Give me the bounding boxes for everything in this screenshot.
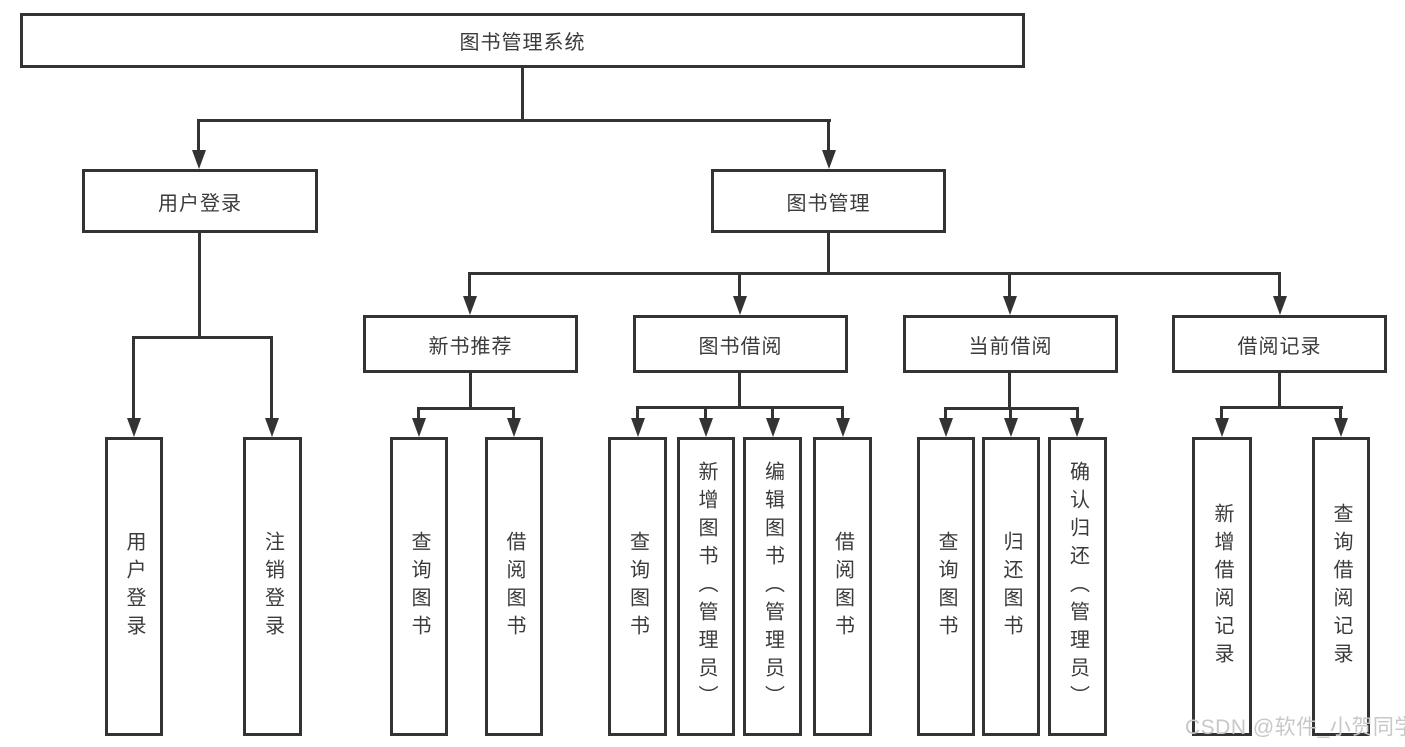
connector-drop-leaf bbox=[771, 406, 774, 421]
leaf-confirm-return-admin: 确认归还（管理员） bbox=[1048, 437, 1107, 736]
node-borrow-records: 借阅记录 bbox=[1172, 315, 1387, 373]
leaf-borrow-books-borrow: 借阅图书 bbox=[813, 437, 872, 736]
arrowhead bbox=[939, 418, 953, 437]
connector-drop-leaf bbox=[270, 336, 273, 421]
arrowhead bbox=[507, 418, 521, 437]
leaf-label: 借阅图书 bbox=[503, 530, 525, 643]
arrowhead bbox=[1273, 296, 1287, 315]
connector-drop-new-book bbox=[468, 272, 471, 299]
node-book-borrow: 图书借阅 bbox=[633, 315, 848, 373]
leaf-label: 归还图书 bbox=[1000, 530, 1022, 643]
leaf-label: 查询图书 bbox=[408, 530, 430, 643]
connector-borrow-records-trunk bbox=[1278, 372, 1281, 409]
connector-book-borrow-trunk bbox=[738, 372, 741, 409]
node-borrow-records-label: 借阅记录 bbox=[1237, 335, 1322, 358]
connector-drop-book-management bbox=[827, 119, 830, 153]
node-current-borrow: 当前借阅 bbox=[903, 315, 1118, 373]
connector-user-login-split bbox=[132, 336, 273, 339]
connector-drop-leaf bbox=[944, 407, 947, 421]
arrowhead bbox=[1003, 296, 1017, 315]
node-book-management-label: 图书管理 bbox=[786, 192, 871, 215]
leaf-label: 借阅图书 bbox=[831, 530, 854, 643]
leaf-edit-book-admin: 编辑图书（管理员） bbox=[743, 437, 802, 736]
arrowhead bbox=[127, 418, 141, 437]
arrowhead bbox=[699, 418, 713, 437]
connector-drop-user-login bbox=[197, 119, 200, 153]
leaf-label: 新增图书（管理员） bbox=[695, 460, 717, 713]
connector-level3-split bbox=[468, 272, 1281, 275]
arrowhead bbox=[265, 418, 279, 437]
arrowhead bbox=[463, 296, 477, 315]
leaf-return-book: 归还图书 bbox=[982, 437, 1040, 736]
arrowhead bbox=[836, 418, 850, 437]
node-current-borrow-label: 当前借阅 bbox=[968, 335, 1053, 358]
connector-book-borrow-split bbox=[636, 406, 844, 409]
connector-new-book-split bbox=[417, 407, 515, 410]
connector-drop-leaf bbox=[1220, 406, 1223, 421]
connector-drop-current-borrow bbox=[1008, 272, 1011, 299]
arrowhead bbox=[766, 418, 780, 437]
connector-borrow-records-split bbox=[1220, 406, 1343, 409]
arrowhead bbox=[1070, 418, 1084, 437]
connector-level2-split bbox=[197, 119, 831, 122]
connector-drop-leaf bbox=[636, 406, 639, 421]
leaf-label: 查询借阅记录 bbox=[1330, 502, 1352, 671]
leaf-label: 查询图书 bbox=[935, 530, 957, 643]
arrowhead bbox=[412, 418, 426, 437]
connector-book-management-trunk bbox=[827, 233, 830, 275]
watermark: CSDN @软件_小贺同学 bbox=[1185, 716, 1405, 739]
node-user-login-label: 用户登录 bbox=[158, 192, 242, 215]
node-new-book-recommend-label: 新书推荐 bbox=[428, 335, 513, 358]
node-root: 图书管理系统 bbox=[20, 13, 1025, 68]
arrowhead bbox=[192, 150, 206, 169]
connector-user-login-trunk bbox=[198, 233, 201, 339]
leaf-user-login: 用户登录 bbox=[105, 437, 163, 736]
arrowhead bbox=[822, 150, 836, 169]
node-root-label: 图书管理系统 bbox=[459, 32, 586, 54]
leaf-query-books-current: 查询图书 bbox=[917, 437, 975, 736]
connector-drop-leaf bbox=[1076, 407, 1079, 421]
leaf-add-borrow-record: 新增借阅记录 bbox=[1192, 437, 1252, 736]
connector-drop-leaf bbox=[841, 406, 844, 421]
leaf-logout-label: 注销登录 bbox=[261, 530, 284, 643]
connector-drop-leaf bbox=[704, 406, 707, 421]
connector-new-book-trunk bbox=[469, 372, 472, 410]
arrowhead bbox=[1004, 418, 1018, 437]
connector-drop-leaf bbox=[417, 407, 420, 421]
leaf-query-books-borrow: 查询图书 bbox=[608, 437, 667, 736]
leaf-label: 查询图书 bbox=[626, 530, 649, 643]
node-user-login: 用户登录 bbox=[82, 169, 318, 233]
arrowhead bbox=[1215, 418, 1229, 437]
node-new-book-recommend: 新书推荐 bbox=[363, 315, 578, 373]
connector-drop-borrow-records bbox=[1278, 272, 1281, 299]
connector-drop-book-borrow bbox=[738, 272, 741, 299]
connector-root-trunk bbox=[521, 66, 524, 121]
leaf-logout: 注销登录 bbox=[243, 437, 302, 736]
leaf-query-borrow-record: 查询借阅记录 bbox=[1312, 437, 1370, 736]
arrowhead bbox=[1334, 418, 1348, 437]
arrowhead bbox=[631, 418, 645, 437]
connector-drop-leaf bbox=[132, 336, 135, 421]
connector-current-borrow-trunk bbox=[1008, 372, 1011, 410]
connector-drop-leaf bbox=[512, 407, 515, 421]
connector-drop-leaf bbox=[1009, 407, 1012, 421]
connector-drop-leaf bbox=[1339, 406, 1342, 421]
leaf-label: 编辑图书（管理员） bbox=[761, 460, 784, 713]
leaf-label: 新增借阅记录 bbox=[1211, 502, 1233, 671]
node-book-management: 图书管理 bbox=[711, 169, 946, 233]
arrowhead bbox=[733, 296, 747, 315]
leaf-label: 确认归还（管理员） bbox=[1066, 460, 1089, 713]
leaf-borrow-books-recommend: 借阅图书 bbox=[485, 437, 543, 736]
node-book-borrow-label: 图书借阅 bbox=[698, 335, 783, 358]
leaf-user-login-label: 用户登录 bbox=[123, 530, 145, 643]
leaf-query-books-recommend: 查询图书 bbox=[390, 437, 448, 736]
leaf-add-book-admin: 新增图书（管理员） bbox=[677, 437, 735, 736]
